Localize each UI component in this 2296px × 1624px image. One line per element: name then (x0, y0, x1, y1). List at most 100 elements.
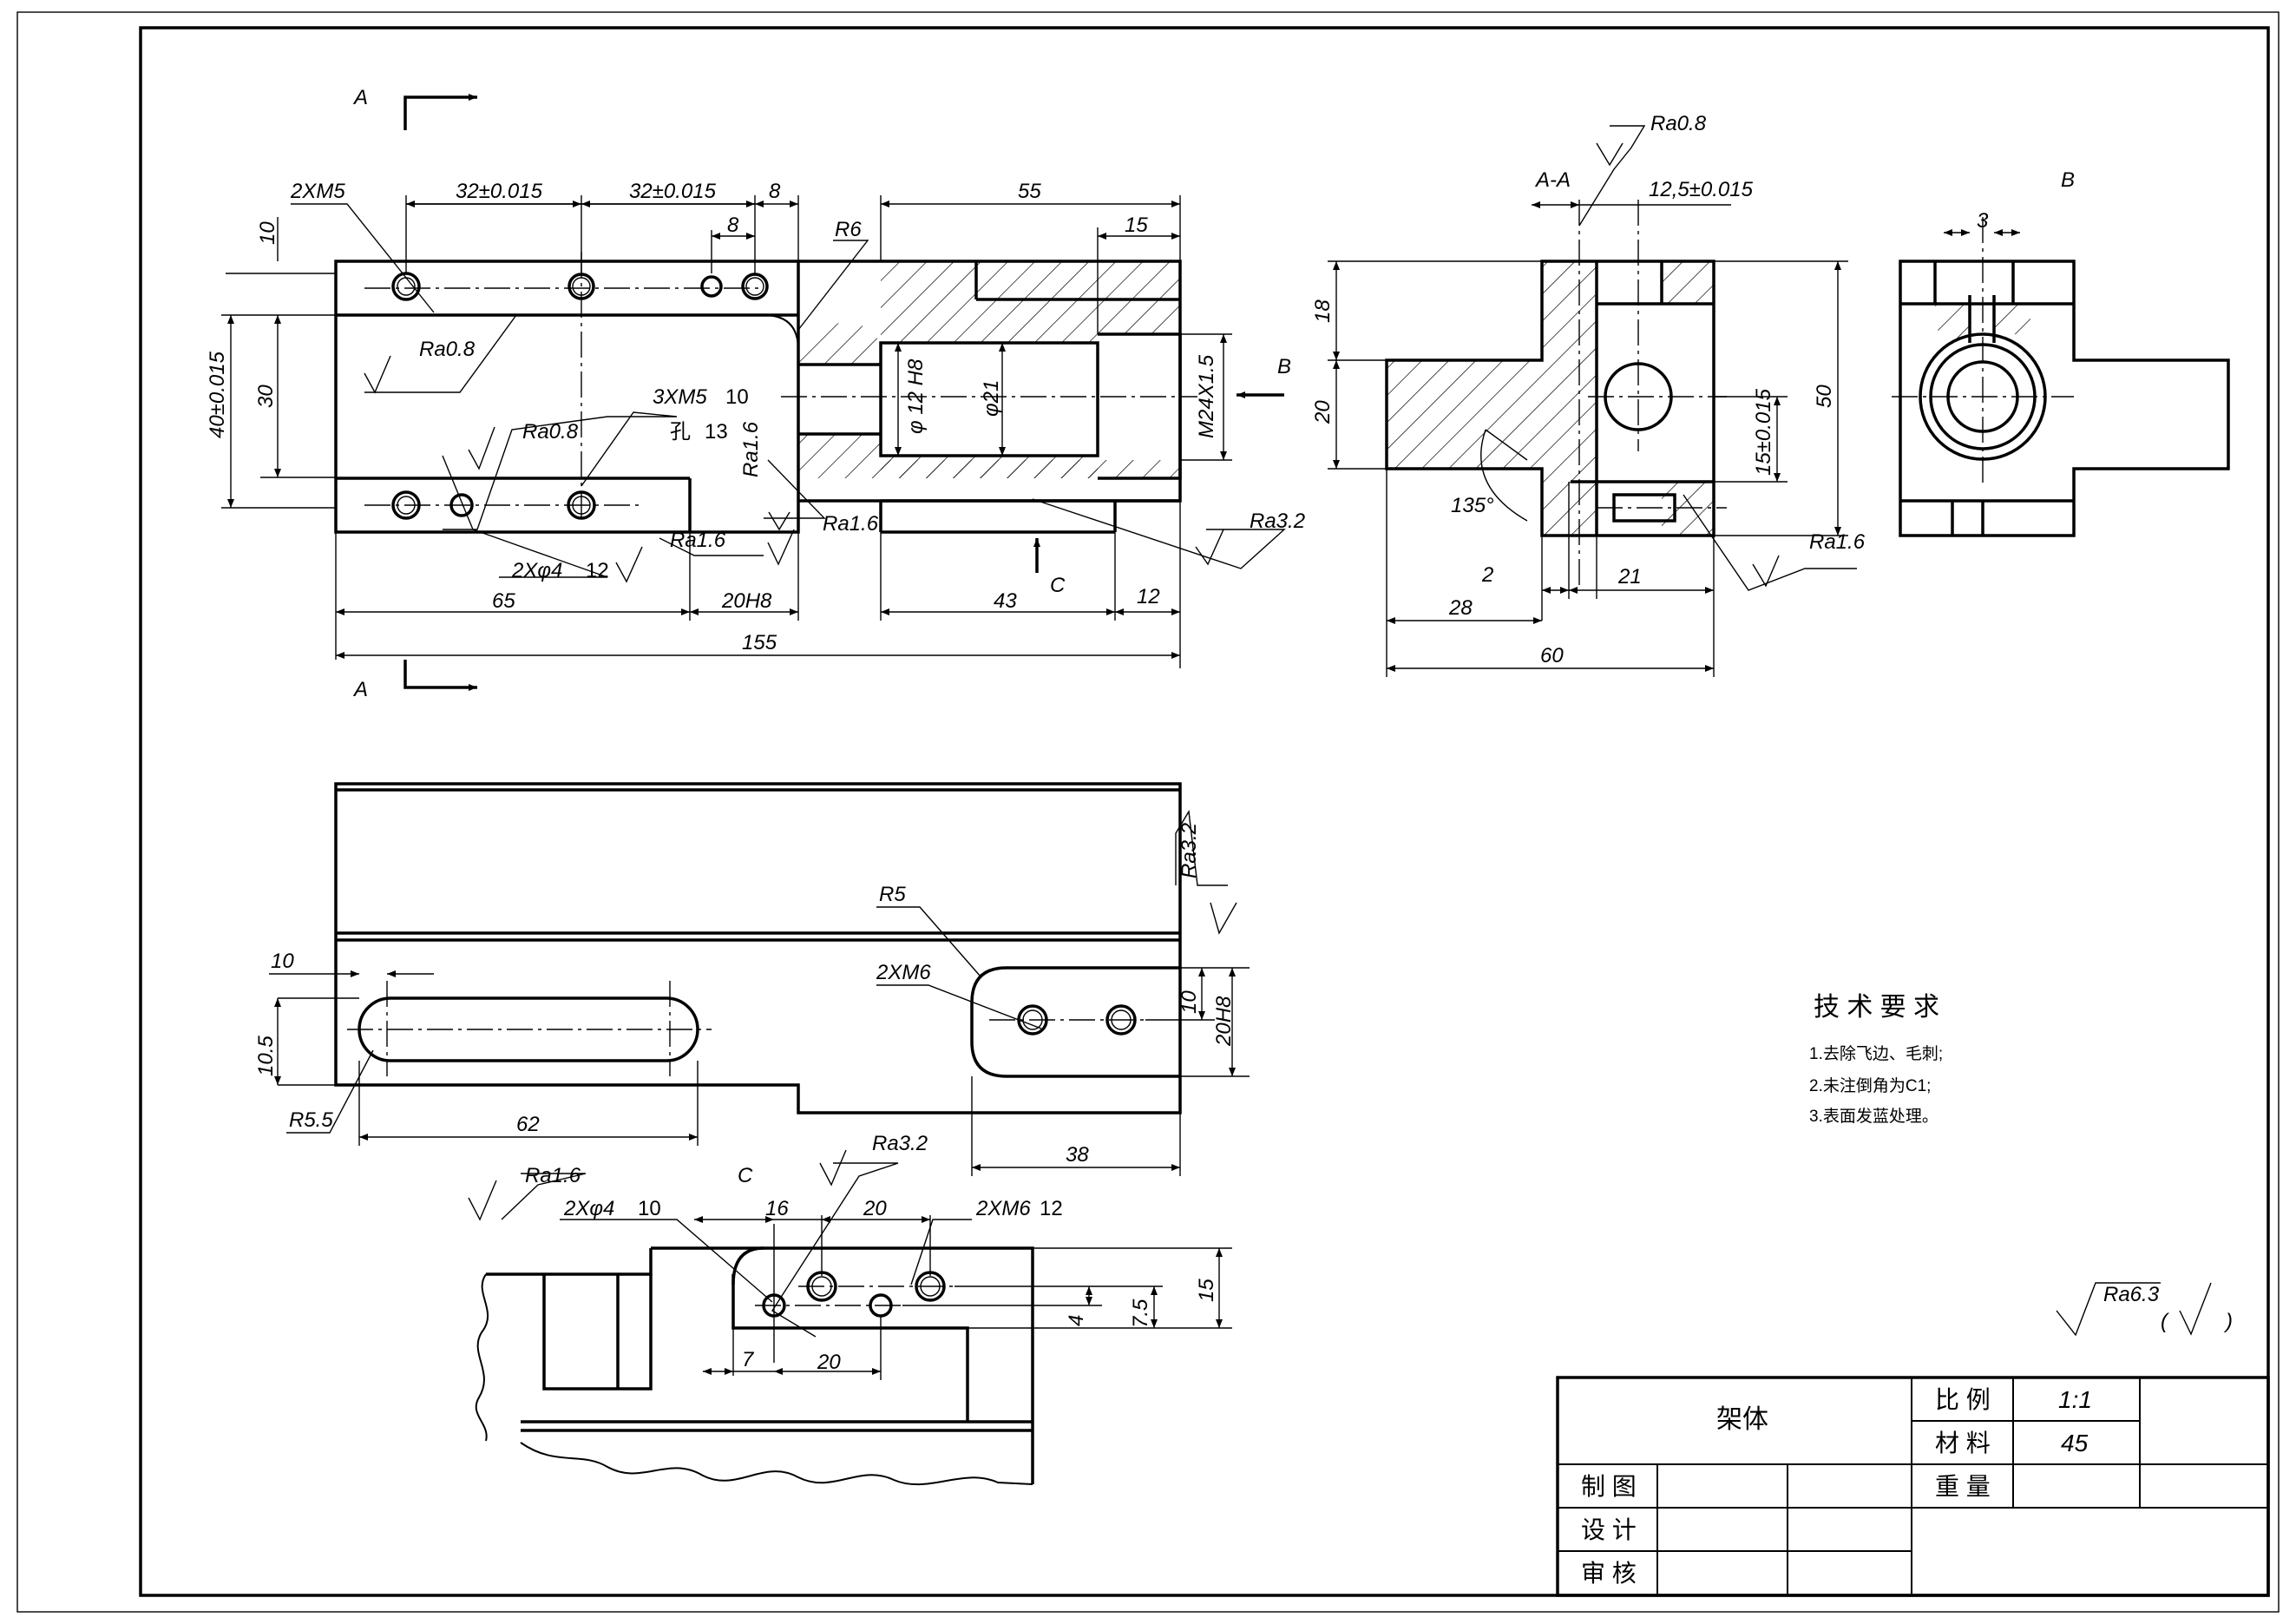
roughness-aa-ra08: Ra0.8 (1650, 112, 1707, 135)
roughness-ra16a: Ra1.6 (739, 421, 763, 477)
dim-m24: M24X1.5 (1195, 354, 1218, 438)
dim-15: 15 (1125, 214, 1148, 237)
dim-top-105: 10.5 (254, 1036, 278, 1076)
section-aa-view (1328, 125, 1857, 677)
dim-30: 30 (254, 385, 278, 408)
dim-2xphi4-depth: 12 (586, 559, 609, 582)
roughness-ra08b: Ra0.8 (522, 420, 579, 444)
label-a-bottom: A (352, 678, 368, 701)
roughness-c-ra32: Ra3.2 (872, 1132, 928, 1155)
dim-40: 40±0.015 (206, 351, 229, 438)
tech-req-item-1: 1.去除飞边、毛刺; (1809, 1044, 1943, 1063)
title-part-name: 架体 (1716, 1405, 1768, 1434)
dim-c-2xphi4: 2Xφ4 (563, 1197, 614, 1220)
dim-top-2xm6: 2XM6 (876, 961, 931, 984)
dim-20h8: 20H8 (721, 589, 772, 613)
dim-c-20b: 20 (817, 1351, 841, 1374)
dim-aa-60: 60 (1540, 644, 1564, 667)
title-scale-label: 比 例 (1935, 1386, 1991, 1413)
title-drawn-by: 制 图 (1581, 1473, 1637, 1500)
dim-aa-2: 2 (1481, 563, 1493, 587)
title-weight-label: 重 量 (1935, 1473, 1991, 1500)
dim-3xm5-depth: 10 (725, 385, 749, 409)
general-roughness-symbol (2056, 1282, 2212, 1337)
title-checked-by: 审 核 (1581, 1560, 1637, 1587)
dim-phi12: φ 12 H8 (904, 358, 928, 434)
roughness-aa-ra16: Ra1.6 (1809, 530, 1866, 554)
general-roughness-value: Ra6.3 (2103, 1283, 2160, 1306)
dim-r6: R6 (835, 218, 862, 241)
dim-top-62: 62 (516, 1113, 540, 1136)
dim-8b: 8 (727, 214, 739, 237)
dim-c-4: 4 (1065, 1315, 1088, 1326)
dim-top-r55: R5.5 (289, 1108, 333, 1132)
front-view (221, 94, 1286, 691)
roughness-c-ra16: Ra1.6 (525, 1164, 581, 1187)
tech-req-item-3: 3.表面发蓝处理。 (1809, 1107, 1938, 1126)
title-designed-by: 设 计 (1581, 1516, 1637, 1543)
dim-aa-135: 135° (1451, 494, 1494, 517)
dim-aa-21: 21 (1617, 565, 1642, 588)
title-block (1556, 1376, 2270, 1597)
dim-8a: 8 (769, 180, 781, 203)
dim-phi21: φ21 (980, 380, 1003, 417)
label-aa: A-A (1534, 168, 1571, 192)
dim-top-20h8: 20H8 (1212, 996, 1236, 1047)
dim-c-75: 7.5 (1129, 1299, 1152, 1328)
dim-43: 43 (994, 589, 1017, 613)
dim-10: 10 (256, 221, 279, 245)
dim-c-2xphi4-depth: 10 (638, 1197, 661, 1220)
dim-32b: 32±0.015 (629, 180, 717, 203)
dim-aa-125: 12,5±0.015 (1649, 178, 1754, 201)
dim-aa-28: 28 (1448, 596, 1473, 620)
dim-aa-18: 18 (1311, 299, 1335, 323)
dim-55: 55 (1018, 180, 1041, 203)
dim-hole: 孔 (670, 420, 691, 444)
dim-3xm5: 3XM5 (653, 385, 707, 409)
roughness-ra16b: Ra1.6 (670, 529, 726, 552)
dim-c-20a: 20 (863, 1197, 887, 1220)
dim-c-2xm6: 2XM6 (975, 1197, 1031, 1220)
view-c (468, 1149, 1232, 1486)
dim-top-10a: 10 (1178, 990, 1201, 1014)
roughness-ra16c: Ra1.6 (823, 512, 879, 536)
dim-12: 12 (1137, 585, 1160, 608)
dim-2xphi4: 2Xφ4 (511, 559, 562, 582)
dim-c-16: 16 (765, 1197, 789, 1220)
label-a-top: A (352, 86, 368, 109)
tech-req-item-2: 2.未注倒角为C1; (1809, 1076, 1931, 1095)
dim-top-38: 38 (1066, 1143, 1089, 1167)
label-b-arrow: B (1277, 355, 1291, 378)
dim-c-2xm6-depth: 12 (1040, 1197, 1063, 1220)
dim-aa-15: 15±0.015 (1752, 388, 1775, 476)
dim-hole-depth: 13 (705, 420, 728, 444)
dim-c-15: 15 (1195, 1279, 1218, 1302)
dim-c-7: 7 (742, 1348, 755, 1371)
general-roughness-paren-close: ) (2223, 1310, 2233, 1333)
general-roughness-paren-open: ( (2161, 1310, 2170, 1333)
roughness-ra08a: Ra0.8 (419, 338, 476, 361)
sheet-frame (139, 26, 2270, 1597)
dim-top-10b: 10 (271, 950, 294, 973)
dim-aa-50: 50 (1813, 385, 1836, 408)
dim-2xm5: 2XM5 (290, 180, 345, 203)
title-material-label: 材 料 (1935, 1430, 1991, 1456)
label-c: C (738, 1164, 753, 1187)
dim-b-3: 3 (1977, 209, 1989, 233)
roughness-top-ra32: Ra3.2 (1178, 823, 1201, 878)
title-scale-value: 1:1 (2058, 1386, 2092, 1413)
view-b (1892, 217, 2230, 537)
label-c-arrow: C (1050, 574, 1066, 597)
tech-req-title: 技 术 要 求 (1814, 993, 1939, 1022)
roughness-ra32: Ra3.2 (1250, 510, 1305, 533)
dim-aa-20: 20 (1311, 400, 1335, 424)
top-view (269, 782, 1250, 1176)
label-b: B (2061, 168, 2075, 192)
sheet-outer-border (16, 11, 2280, 1613)
dim-32a: 32±0.015 (456, 180, 543, 203)
title-material-value: 45 (2061, 1430, 2089, 1456)
dim-65: 65 (492, 589, 515, 613)
dim-155: 155 (742, 631, 777, 654)
dim-top-r5: R5 (879, 883, 906, 906)
